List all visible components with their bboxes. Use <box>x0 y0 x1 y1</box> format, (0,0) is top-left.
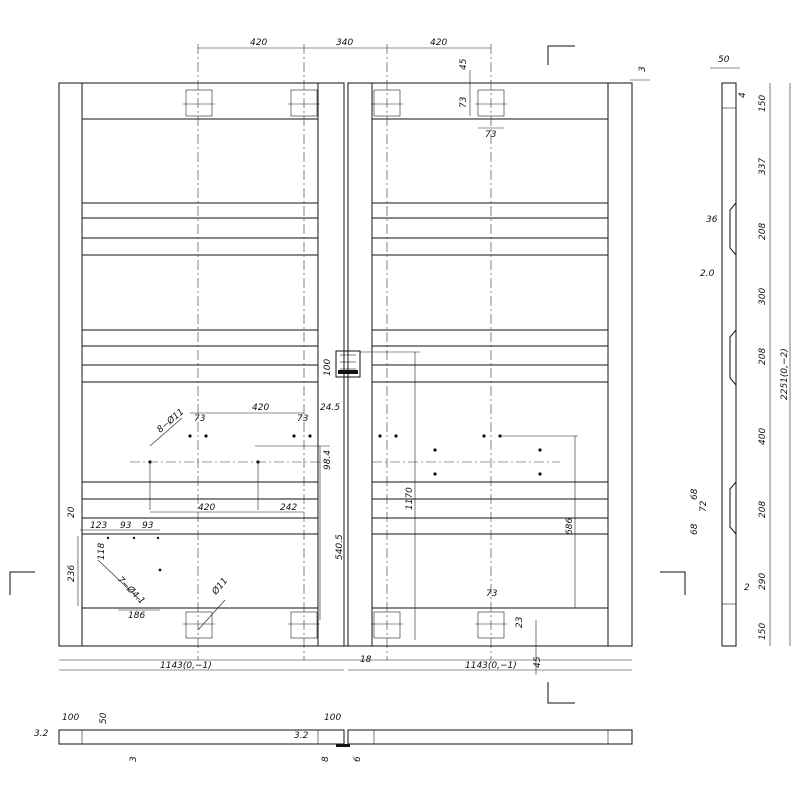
side-section-view: 50 4 150 337 36 208 2.0 300 208 2251(0,−… <box>690 55 791 647</box>
hole-7-dia41: 7−Ø4.1 <box>115 574 147 606</box>
dim-ll-5405: 540.5 <box>335 534 345 560</box>
plan-view: 100 3.2 50 3 100 3.2 8 6 <box>34 712 633 762</box>
dim-right-3: 3 <box>638 66 648 72</box>
dim-top-mid: 340 <box>336 38 353 48</box>
dim-ll-93b: 93 <box>142 521 154 531</box>
dim-bottom-18: 18 <box>360 655 372 665</box>
dim-lm-245: 24.5 <box>320 403 340 413</box>
hinge-dims-right-top: 45 73 73 3 <box>459 58 650 140</box>
left-low-dims: 420 242 540.5 20 123 93 93 236 118 7−Ø4.… <box>67 503 345 631</box>
plan-dim-8: 8 <box>321 756 331 762</box>
plan-dim-6: 6 <box>353 756 363 762</box>
bottom-dims: 18 1143(0,−1) 1143(0,−1) <box>59 655 632 671</box>
hole-8-dia11: 8−Ø11 <box>155 406 186 435</box>
side-dim-337: 337 <box>758 158 768 175</box>
dim-rm-1170: 1170 <box>405 487 415 510</box>
dim-lm-100: 100 <box>323 359 333 376</box>
latch-mechanism <box>335 83 361 646</box>
right-mid-dims: 1170 686 73 23 45 <box>360 351 578 675</box>
dim-lm-73a: 73 <box>194 414 206 424</box>
dim-right-73b: 73 <box>485 130 497 140</box>
top-dimensions: 420 340 420 <box>9 38 686 704</box>
side-dim-208b: 208 <box>758 348 768 365</box>
dim-lm-73b: 73 <box>297 414 309 424</box>
dim-rm-686: 686 <box>565 518 575 535</box>
plan-dim-32a: 3.2 <box>34 729 49 739</box>
dim-rm-23: 23 <box>515 616 525 628</box>
dim-width-left: 1143(0,−1) <box>160 661 212 671</box>
dim-top-left: 420 <box>250 38 267 48</box>
dim-lm-984: 98.4 <box>323 450 333 470</box>
plan-dim-32b: 3.2 <box>294 731 309 741</box>
dim-ll-236: 236 <box>67 565 77 582</box>
dim-ll-420: 420 <box>198 503 215 513</box>
dim-ll-123: 123 <box>90 521 107 531</box>
hole-dia11: Ø11 <box>209 576 230 598</box>
side-dim-4: 4 <box>738 92 748 98</box>
side-dim-72: 72 <box>699 500 709 512</box>
plan-dim-3: 3 <box>129 756 139 762</box>
dim-rm-73: 73 <box>486 589 498 599</box>
side-dim-208a: 208 <box>758 223 768 240</box>
side-dim-36: 36 <box>706 215 718 225</box>
side-dim-150b: 150 <box>758 623 768 640</box>
dim-ll-93a: 93 <box>120 521 132 531</box>
dim-width-right: 1143(0,−1) <box>465 661 517 671</box>
plan-dim-100a: 100 <box>62 713 79 723</box>
dim-right-45: 45 <box>459 58 469 70</box>
plan-dim-50: 50 <box>99 712 109 724</box>
side-dim-300: 300 <box>758 288 768 305</box>
side-dim-2: 2 <box>744 583 750 593</box>
side-dim-208c: 208 <box>758 501 768 518</box>
dim-rm-45: 45 <box>533 656 543 668</box>
dim-ll-186: 186 <box>128 611 145 621</box>
side-dim-400: 400 <box>758 428 768 445</box>
left-mid-dims: 73 420 73 8−Ø11 24.5 100 98.4 <box>130 359 340 620</box>
dim-lm-420: 420 <box>252 403 269 413</box>
dim-ll-118: 118 <box>97 543 107 560</box>
dim-ll-242: 242 <box>280 503 297 513</box>
side-dim-68b: 68 <box>690 523 700 535</box>
side-dim-50: 50 <box>718 55 730 65</box>
plan-dim-100b: 100 <box>324 713 341 723</box>
dim-top-right: 420 <box>430 38 447 48</box>
side-dim-290: 290 <box>758 573 768 590</box>
dim-right-73a: 73 <box>459 96 469 108</box>
left-door-leaf <box>58 44 345 660</box>
side-dim-150a: 150 <box>758 95 768 112</box>
dim-ll-20: 20 <box>67 506 77 518</box>
side-dim-total: 2251(0,−2) <box>780 348 790 400</box>
side-dim-68a: 68 <box>690 488 700 500</box>
side-dim-20: 2.0 <box>700 269 715 279</box>
